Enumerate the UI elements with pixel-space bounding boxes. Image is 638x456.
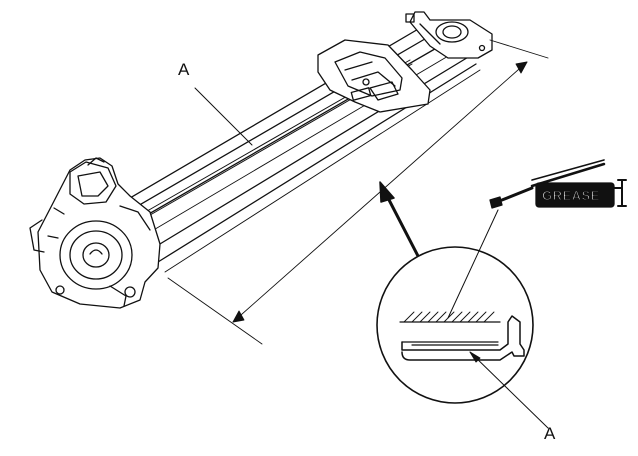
glass-bracket — [317, 39, 431, 113]
detail-pointer-arrow — [379, 181, 420, 258]
detail-circle — [376, 246, 534, 404]
callout-a-detail: A — [544, 424, 556, 443]
grease-gun-icon: GREASE — [489, 159, 627, 209]
upper-pulley-bracket — [405, 11, 493, 59]
motor-assembly — [29, 157, 161, 309]
callout-a-rail: A — [178, 60, 190, 79]
grease-label: GREASE — [542, 188, 600, 203]
leader-line-rail — [194, 87, 253, 146]
leader-line-detail — [469, 351, 549, 429]
regulator-rail — [117, 27, 481, 273]
grease-leader-line — [447, 209, 499, 319]
